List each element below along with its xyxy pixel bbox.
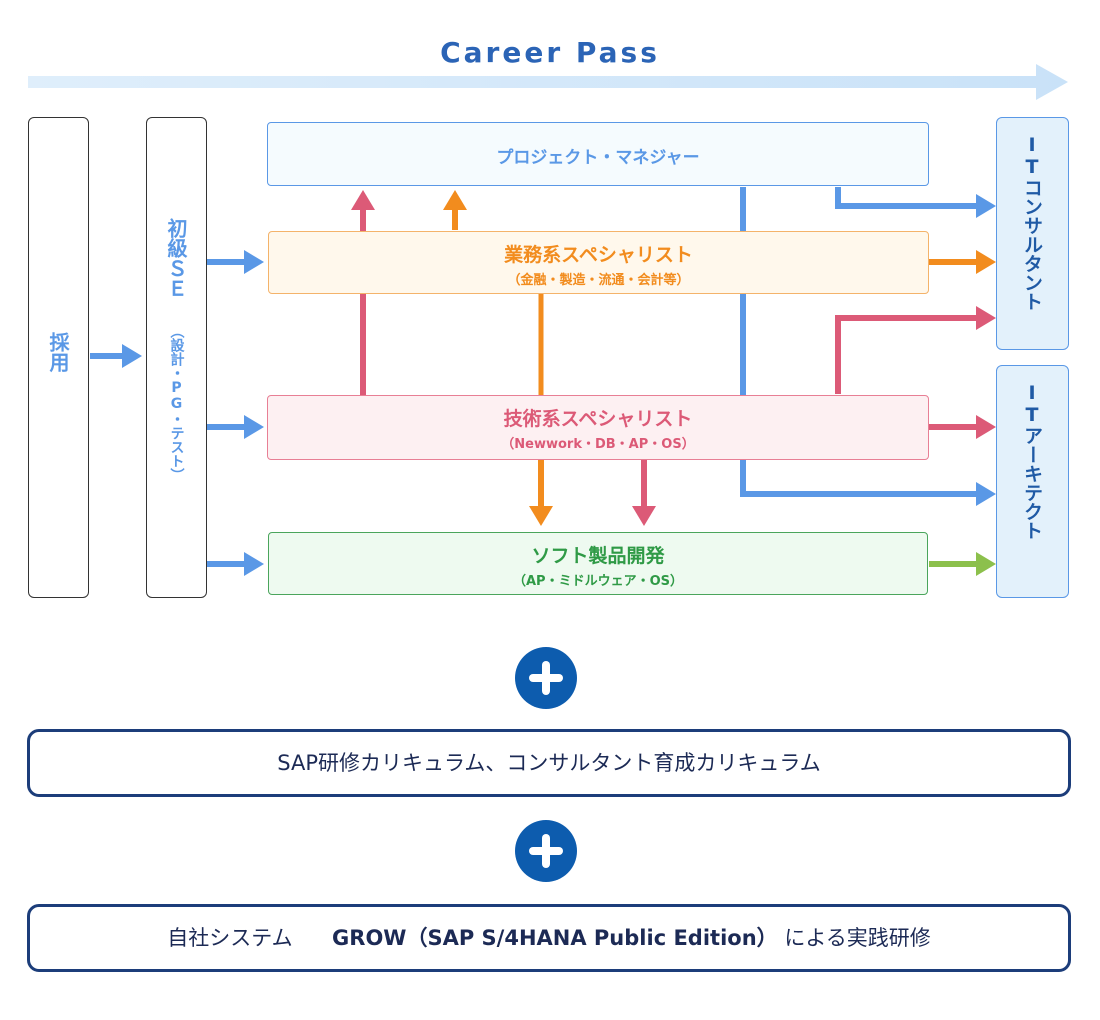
arrows-business-orange xyxy=(443,190,996,526)
flow-arrows xyxy=(28,64,1068,576)
architect-label: ITアーキテクト xyxy=(1021,382,1043,540)
career-pass-bar xyxy=(28,64,1068,100)
business-title: 業務系スペシャリスト xyxy=(504,244,693,266)
architect-box: ITアーキテクト xyxy=(996,365,1069,598)
tech-sub: （Newwork・DB・AP・OS） xyxy=(501,437,695,452)
hire-label: 採用 xyxy=(46,332,70,372)
diagram-title: Career Pass xyxy=(440,36,660,69)
junior-se-label: 初級ＳＥ xyxy=(164,218,188,298)
plus-icon xyxy=(515,820,577,882)
business-box: 業務系スペシャリスト （金融・製造・流通・会計等） xyxy=(268,231,929,294)
grow-system-name: GROW（SAP S/4HANA Public Edition） xyxy=(332,926,778,950)
junior-se-box: 初級ＳＥ （設計・PG・テスト） xyxy=(146,117,207,598)
software-box: ソフト製品開発 （AP・ミドルウェア・OS） xyxy=(268,532,928,595)
consultant-label: ITコンサルタント xyxy=(1021,134,1043,311)
arrow-hire-to-se xyxy=(90,344,142,368)
grow-suffix-text: による実践研修 xyxy=(784,926,931,950)
hire-box: 採用 xyxy=(28,117,89,598)
software-title: ソフト製品開発 xyxy=(531,545,665,567)
junior-se-sub-label: （設計・PG・テスト） xyxy=(168,324,185,482)
sap-training-panel: SAP研修カリキュラム、コンサルタント育成カリキュラム xyxy=(27,729,1071,797)
arrow-software-green xyxy=(929,552,996,576)
tech-box: 技術系スペシャリスト （Newwork・DB・AP・OS） xyxy=(267,395,929,460)
business-sub: （金融・製造・流通・会計等） xyxy=(507,273,690,288)
tech-title: 技術系スペシャリスト xyxy=(503,408,693,430)
arrows-se-to-roles xyxy=(207,250,264,576)
consultant-box: ITコンサルタント xyxy=(996,117,1069,350)
pm-title: プロジェクト・マネジャー xyxy=(496,148,700,168)
sap-training-text: SAP研修カリキュラム、コンサルタント育成カリキュラム xyxy=(277,751,821,775)
software-sub: （AP・ミドルウェア・OS） xyxy=(512,574,683,589)
arrows-tech-pink xyxy=(351,190,996,526)
pm-box: プロジェクト・マネジャー xyxy=(267,122,929,186)
grow-prefix-text: 自社システム xyxy=(167,926,293,950)
plus-icon xyxy=(515,647,577,709)
grow-training-panel: 自社システム GROW（SAP S/4HANA Public Edition） … xyxy=(27,904,1071,972)
